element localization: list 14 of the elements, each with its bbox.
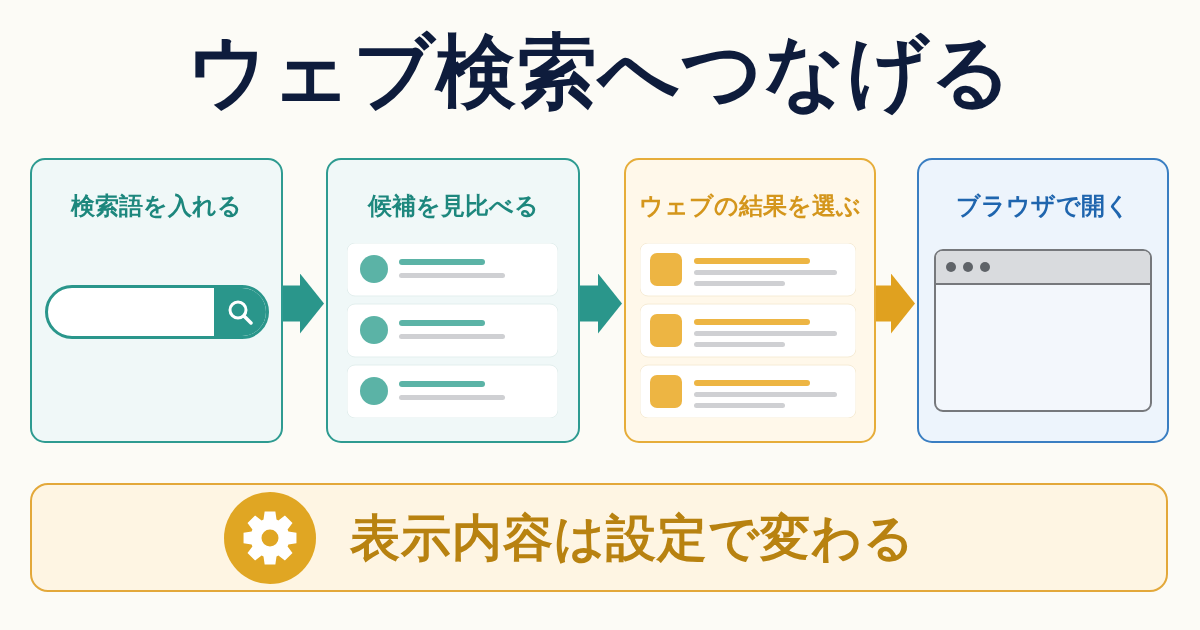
arrow [283,273,324,334]
step-card [624,158,876,443]
note-banner [30,483,1168,592]
step-title: ウェブの結果を選ぶ [638,191,862,222]
arrow [876,273,915,334]
step-title: 検索語を入れる [69,191,243,222]
step-card [326,158,580,443]
step-title: 候補を見比べる [366,191,540,222]
step-title: ブラウザで開く [955,191,1131,222]
title: ウェブ検索へつなげる [186,24,1014,120]
note-text: 表示内容は設定で変わる [350,507,915,568]
step-card [30,158,283,443]
arrow [580,273,622,334]
step-card [917,158,1169,443]
